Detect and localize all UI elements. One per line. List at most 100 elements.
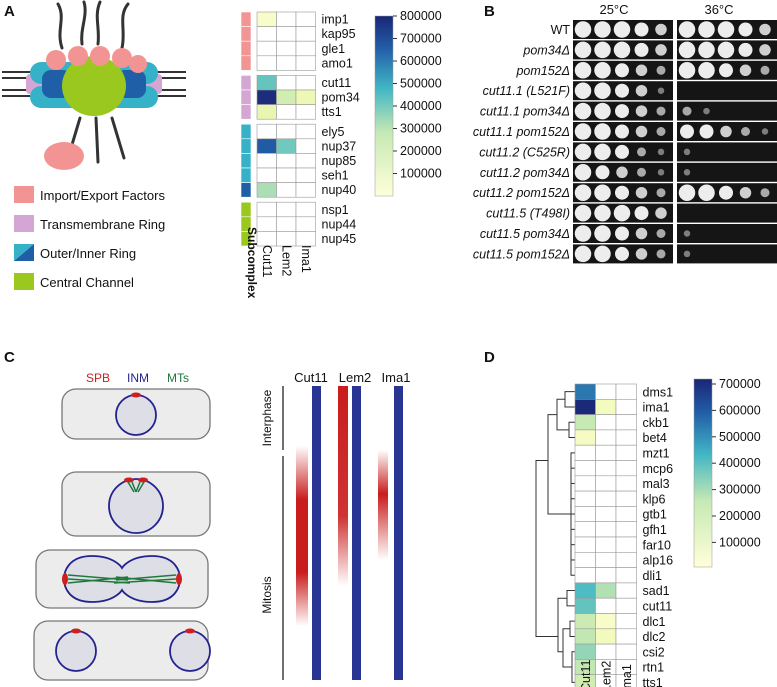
subcomplex-strip-cell <box>240 153 252 169</box>
heatmap-cell <box>595 506 617 522</box>
colony-spot <box>634 206 649 221</box>
plate-row <box>677 81 777 101</box>
heatmap-cell <box>276 40 297 57</box>
temp-36-label: 36°C <box>704 2 733 17</box>
row-label: imp1 <box>322 13 349 27</box>
colony-spot <box>698 21 715 38</box>
phase-label-interphase: Interphase <box>260 389 274 446</box>
colony-spot <box>574 245 592 263</box>
dendrogram-branch <box>547 414 571 515</box>
row-label: tts1 <box>322 105 342 119</box>
subcomplex-strip-cell <box>240 201 252 218</box>
plate-row <box>677 142 777 162</box>
heatmap-cell <box>256 167 277 183</box>
heatmap-cell <box>276 75 297 91</box>
heatmap-cell <box>276 89 297 105</box>
colony-spot <box>594 21 611 38</box>
row-label: nup85 <box>322 154 357 168</box>
colony-spot <box>680 124 694 139</box>
colony-spot <box>635 248 648 260</box>
colony-spot <box>656 249 666 259</box>
heatmap-cell <box>256 89 277 105</box>
colony-spot <box>699 124 714 139</box>
cut11-blue-lane <box>312 386 321 680</box>
legend-label-central-channel: Central Channel <box>40 275 134 290</box>
heatmap-cell <box>615 628 637 645</box>
heatmap-cell <box>276 216 297 232</box>
colony-spot <box>760 188 770 198</box>
dendrogram-branch <box>569 620 575 637</box>
colony-spot <box>678 62 696 79</box>
heatmap-cell <box>574 429 596 446</box>
heatmap-cell <box>574 383 596 400</box>
strain-label: cut11.1 pom34Δ <box>480 105 570 119</box>
heatmap-panel-a: imp1kap95gle1amo1cut11pom34tts1ely5nup37… <box>240 11 360 277</box>
heatmap-cell <box>615 567 637 584</box>
plate-row <box>677 224 777 243</box>
panel-label-b: B <box>484 3 495 20</box>
heatmap-cell <box>295 26 316 42</box>
row-label: nup44 <box>322 217 357 231</box>
temp-25-label: 25°C <box>599 2 628 17</box>
column-label: Ima1 <box>620 664 634 687</box>
heatmap-cell <box>276 123 297 140</box>
heatmap-cell <box>295 153 316 169</box>
colony-spot <box>720 125 732 138</box>
heatmap-cell <box>615 613 637 630</box>
colony-spot <box>655 207 667 219</box>
heatmap-cell <box>595 414 617 431</box>
colony-spot <box>759 44 771 56</box>
row-label: sad1 <box>643 584 670 598</box>
colorbar-tick-label: 300000 <box>719 483 761 497</box>
panel-label-a: A <box>4 3 15 20</box>
heatmap-cell <box>295 167 316 183</box>
lem2-blue-lane <box>352 386 361 680</box>
colony-spot <box>574 82 592 99</box>
colony-spot <box>594 41 611 59</box>
heatmap-cell <box>595 628 617 645</box>
subcomplex-label: Subcomplex <box>245 227 259 299</box>
dendrogram-branch <box>566 590 575 607</box>
heatmap-cell <box>574 643 596 660</box>
heatmap-cell <box>574 597 596 614</box>
row-label: far10 <box>643 538 672 552</box>
colony-spot <box>761 128 769 135</box>
heatmap-cell <box>615 506 637 522</box>
heatmap-cell <box>256 75 277 91</box>
heatmap-cell <box>256 123 277 140</box>
heatmap-cell <box>276 55 297 71</box>
colony-spot <box>738 22 753 37</box>
colony-spot <box>574 62 592 79</box>
colony-spot <box>574 41 592 59</box>
colony-spot <box>594 123 611 140</box>
heatmap-cell <box>615 536 637 553</box>
heatmap-cell <box>276 11 297 27</box>
subcomplex-strip-cell <box>240 167 252 183</box>
heatmap-cell <box>295 231 316 247</box>
row-label: nup45 <box>322 232 357 246</box>
heatmap-cell <box>615 398 637 415</box>
strain-label: cut11.1 (L521F) <box>483 84 570 98</box>
strain-label: cut11.2 (C525R) <box>479 145 570 159</box>
heatmap-cell <box>615 597 637 614</box>
subcomplex-strip-cell <box>240 26 252 42</box>
heatmap-cell <box>595 567 617 584</box>
lem2-red-lane <box>338 386 348 586</box>
cell-telophase <box>33 620 211 681</box>
row-label: cut11 <box>322 76 352 90</box>
colony-spot <box>594 82 611 99</box>
colony-spot <box>760 65 770 75</box>
colony-spot <box>594 143 611 161</box>
colony-spot <box>739 64 752 77</box>
legend-swatch-import-export <box>14 186 34 203</box>
heatmap-cell <box>595 536 617 553</box>
cell-interphase <box>61 388 211 440</box>
ima1-blue-lane <box>394 386 403 680</box>
heatmap-cell <box>615 383 637 400</box>
plate-row <box>677 244 777 264</box>
colony-spot <box>683 230 691 237</box>
heatmap-cell <box>295 55 316 71</box>
subcomplex-strip-cell <box>240 55 252 71</box>
dendrogram-branch <box>535 460 558 637</box>
